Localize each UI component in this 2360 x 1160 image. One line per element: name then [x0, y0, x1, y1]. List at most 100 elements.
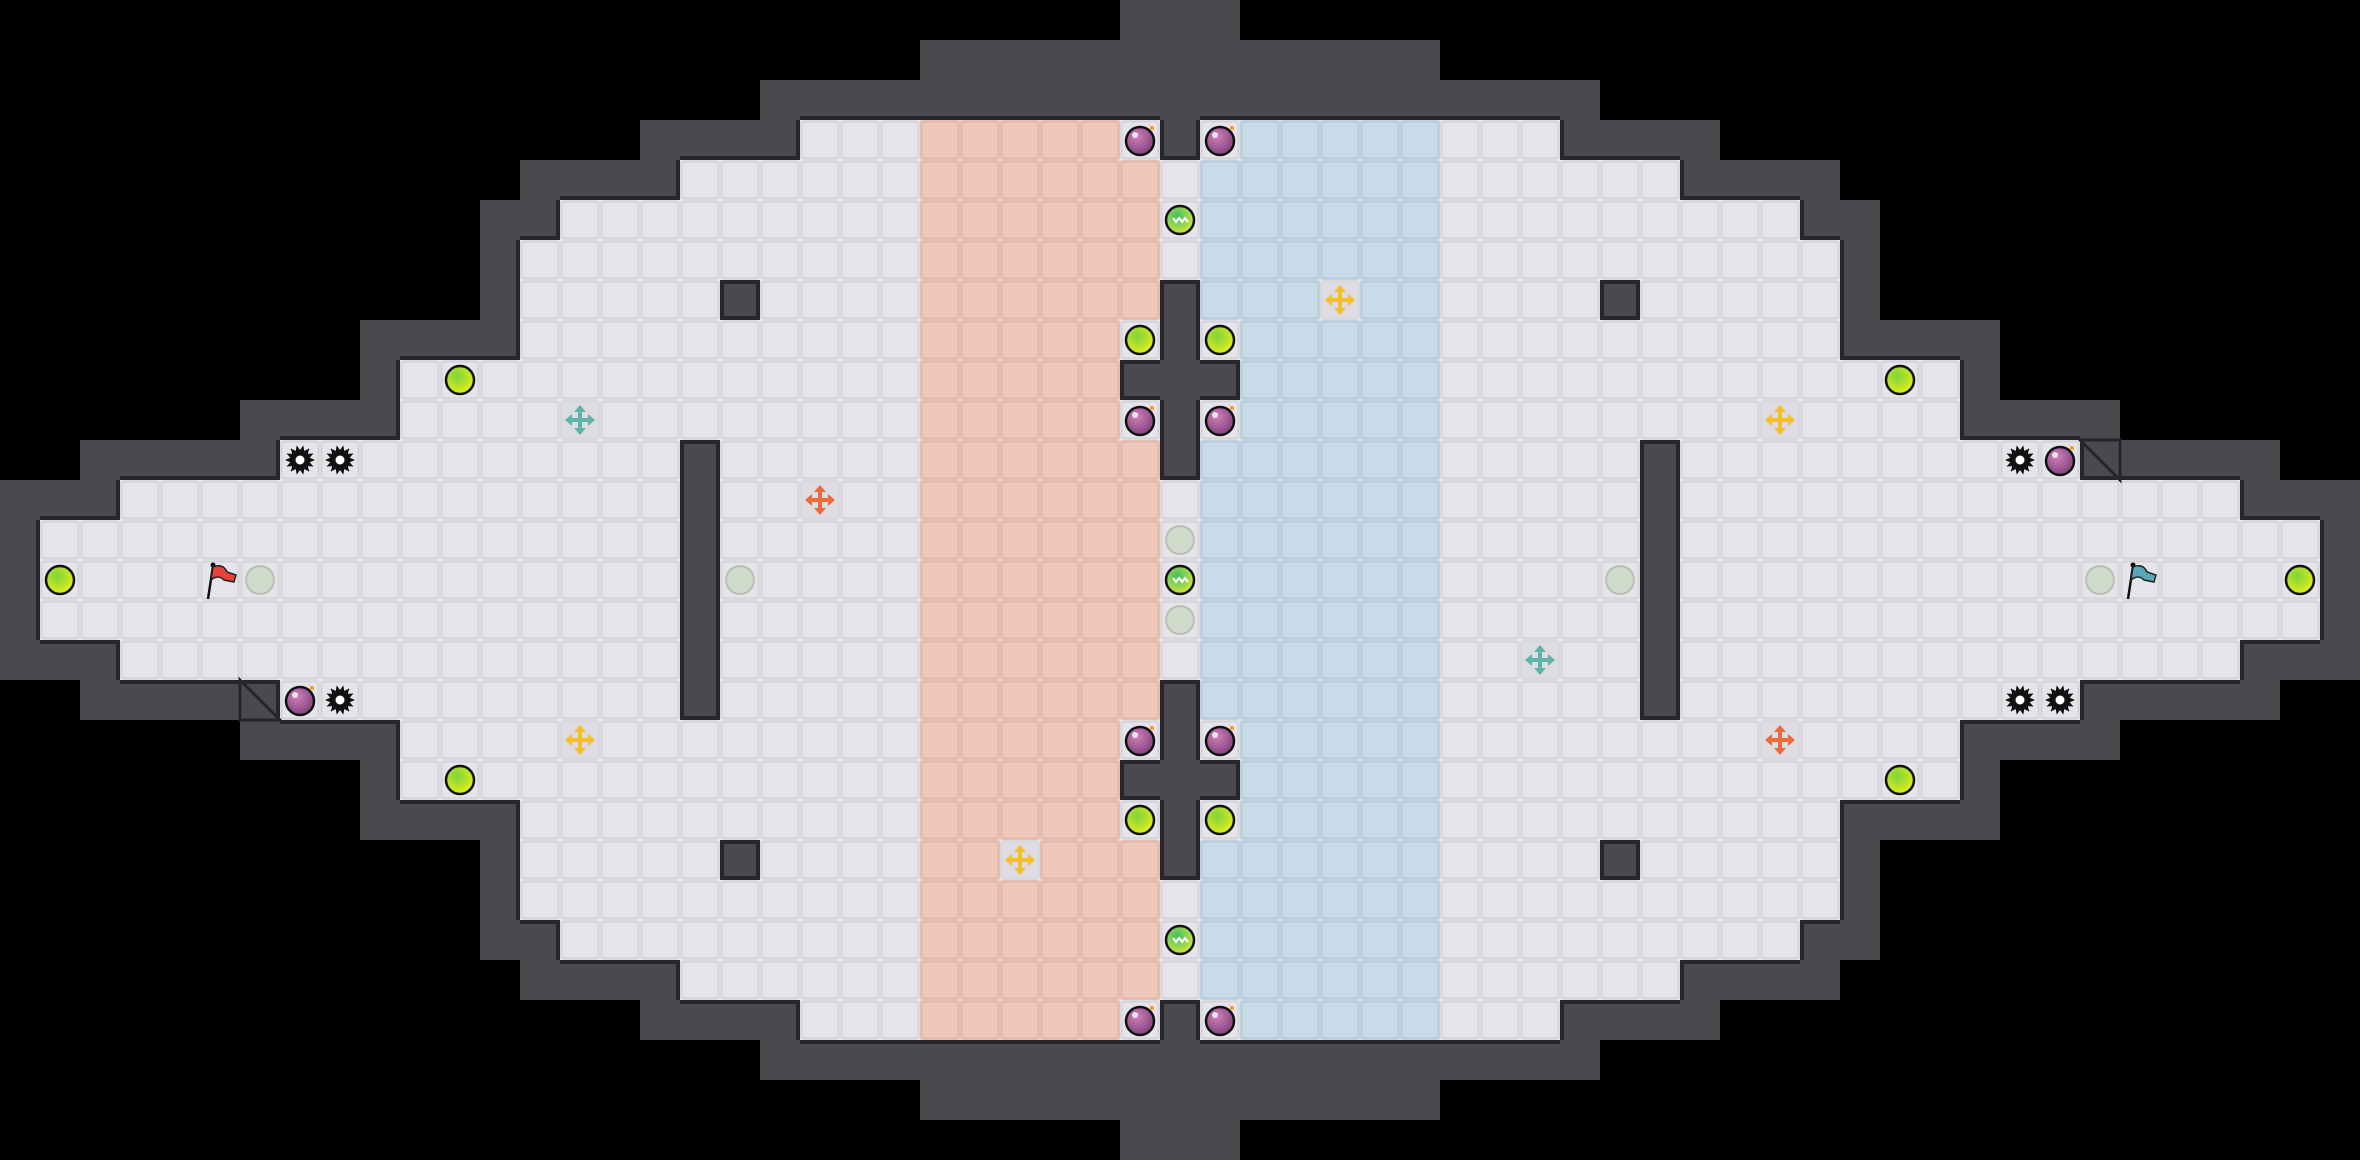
tile-bevel — [1560, 760, 1600, 800]
wall-tile — [600, 960, 640, 1000]
wall-edge — [1000, 116, 1040, 120]
tile-bevel — [640, 760, 680, 800]
tile-bevel — [1480, 600, 1520, 640]
wall-edge — [680, 560, 684, 600]
red-zone-tile — [1000, 480, 1040, 520]
tile-bevel — [320, 640, 360, 680]
blue-zone-tile — [1280, 760, 1320, 800]
floor-tile — [520, 880, 560, 920]
wall-edge — [1196, 680, 1200, 720]
tile-bevel — [840, 120, 880, 160]
tile-bevel — [1840, 720, 1880, 760]
tile-bevel — [1200, 600, 1240, 640]
floor-tile — [360, 640, 400, 680]
tile-bevel — [1120, 440, 1160, 480]
wall-edge — [360, 720, 400, 724]
tile-bevel — [1640, 240, 1680, 280]
red-zone-tile — [960, 280, 1000, 320]
tile-bevel — [80, 600, 120, 640]
floor-tile — [1720, 600, 1760, 640]
tile-bevel — [1680, 760, 1720, 800]
wall-edge — [1236, 360, 1240, 400]
tile-bevel — [1480, 840, 1520, 880]
red-zone-tile — [1080, 1000, 1120, 1040]
floor-tile — [760, 520, 800, 560]
wall-tile — [1640, 640, 1680, 680]
wall-tile — [1640, 680, 1680, 720]
blue-zone-tile — [1320, 720, 1360, 760]
floor-tile — [1640, 920, 1680, 960]
wall-tile — [2080, 720, 2120, 760]
floor-tile — [1720, 520, 1760, 560]
tile-bevel — [560, 320, 600, 360]
tile-bevel — [1080, 240, 1120, 280]
floor-tile — [880, 160, 920, 200]
wall-tile — [2320, 640, 2360, 680]
wall-tile — [1080, 80, 1120, 120]
tile-bevel — [1400, 1000, 1440, 1040]
floor-tile — [560, 320, 600, 360]
blue-zone-tile — [1400, 920, 1440, 960]
floor-tile — [1160, 480, 1200, 520]
tile-bevel — [1440, 720, 1480, 760]
blue-zone-tile — [1240, 480, 1280, 520]
floor-tile — [760, 560, 800, 600]
wall-tile — [40, 480, 80, 520]
tile-bevel — [1440, 920, 1480, 960]
floor-tile — [360, 680, 400, 720]
tile-bevel — [960, 200, 1000, 240]
tile-bevel — [1880, 680, 1920, 720]
tile-bevel — [1240, 280, 1280, 320]
floor-tile — [1440, 880, 1480, 920]
wall-tile — [40, 640, 80, 680]
wall-tile — [360, 720, 400, 760]
red-zone-tile — [960, 120, 1000, 160]
tile-bevel — [1200, 120, 1240, 160]
floor-tile — [1560, 400, 1600, 440]
wall-edge — [1600, 156, 1640, 160]
tile-bevel — [920, 240, 960, 280]
tile-bevel — [1080, 1000, 1120, 1040]
wall-tile — [2240, 440, 2280, 480]
floor-tile — [760, 600, 800, 640]
floor-tile — [2120, 640, 2160, 680]
floor-tile — [1440, 520, 1480, 560]
wall-tile — [480, 200, 520, 240]
wall-edge — [1360, 116, 1400, 120]
floor-tile — [440, 440, 480, 480]
tile-bevel — [1600, 600, 1640, 640]
floor-tile — [720, 480, 760, 520]
tile-bevel — [1000, 320, 1040, 360]
tile-bevel — [280, 640, 320, 680]
floor-tile — [1600, 240, 1640, 280]
tile-bevel — [1520, 600, 1560, 640]
blue-zone-tile — [1280, 720, 1320, 760]
blue-zone-tile — [1280, 360, 1320, 400]
wall-tile — [280, 720, 320, 760]
tile-bevel — [1120, 920, 1160, 960]
floor-tile — [1440, 200, 1480, 240]
tile-bevel — [680, 400, 720, 440]
tile-bevel — [640, 640, 680, 680]
tile-bevel — [1440, 800, 1480, 840]
tile-bevel — [1040, 560, 1080, 600]
floor-tile — [400, 520, 440, 560]
red-zone-tile — [1040, 400, 1080, 440]
blue-zone-tile — [1320, 400, 1360, 440]
wall-tile — [1680, 120, 1720, 160]
wall-edge — [960, 116, 1000, 120]
tile-bevel — [840, 200, 880, 240]
floor-tile — [760, 240, 800, 280]
powerup-icon — [1164, 204, 1196, 236]
tile-bevel — [560, 720, 600, 760]
tile-bevel — [720, 880, 760, 920]
wall-edge — [796, 1000, 800, 1040]
blue-zone-tile — [1280, 160, 1320, 200]
wall-edge — [1640, 716, 1680, 720]
floor-tile — [840, 760, 880, 800]
blue-zone-tile — [1200, 920, 1240, 960]
floor-tile — [1440, 920, 1480, 960]
wall-edge — [1440, 1040, 1480, 1044]
wall-edge — [1640, 560, 1644, 600]
wall-edge — [1360, 1040, 1400, 1044]
